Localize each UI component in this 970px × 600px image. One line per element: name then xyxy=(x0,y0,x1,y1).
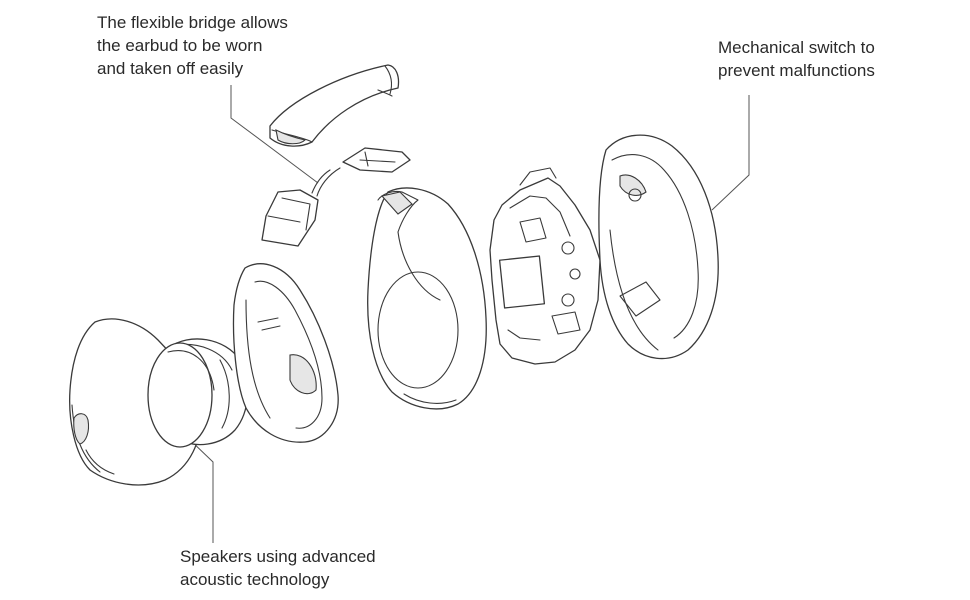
callout-bridge-line-2: the earbud to be worn xyxy=(97,36,263,55)
callout-bridge-line-1: The flexible bridge allows xyxy=(97,13,288,32)
flexible-bridge-part xyxy=(269,64,400,147)
callout-speaker-line-1: Speakers using advanced xyxy=(180,547,376,566)
callout-bridge-line-3: and taken off easily xyxy=(97,59,244,78)
inner-shell-frame-part xyxy=(232,263,339,443)
callout-flexible-bridge: The flexible bridge allows the earbud to… xyxy=(97,11,288,80)
bridge-connector-cable xyxy=(261,147,411,247)
callout-speaker-line-2: acoustic technology xyxy=(180,570,330,589)
callout-speakers: Speakers using advanced acoustic technol… xyxy=(180,545,376,591)
circuit-board-part xyxy=(489,167,601,365)
callout-mechanical-switch: Mechanical switch to prevent malfunction… xyxy=(718,36,875,82)
callout-switch-line-1: Mechanical switch to xyxy=(718,38,875,57)
speaker-driver-part xyxy=(147,338,249,448)
middle-housing-part xyxy=(367,187,487,410)
callout-switch-line-2: prevent malfunctions xyxy=(718,61,875,80)
back-shell-part xyxy=(598,134,719,360)
leader-line-bridge xyxy=(230,85,319,184)
leader-line-switch xyxy=(711,95,750,211)
